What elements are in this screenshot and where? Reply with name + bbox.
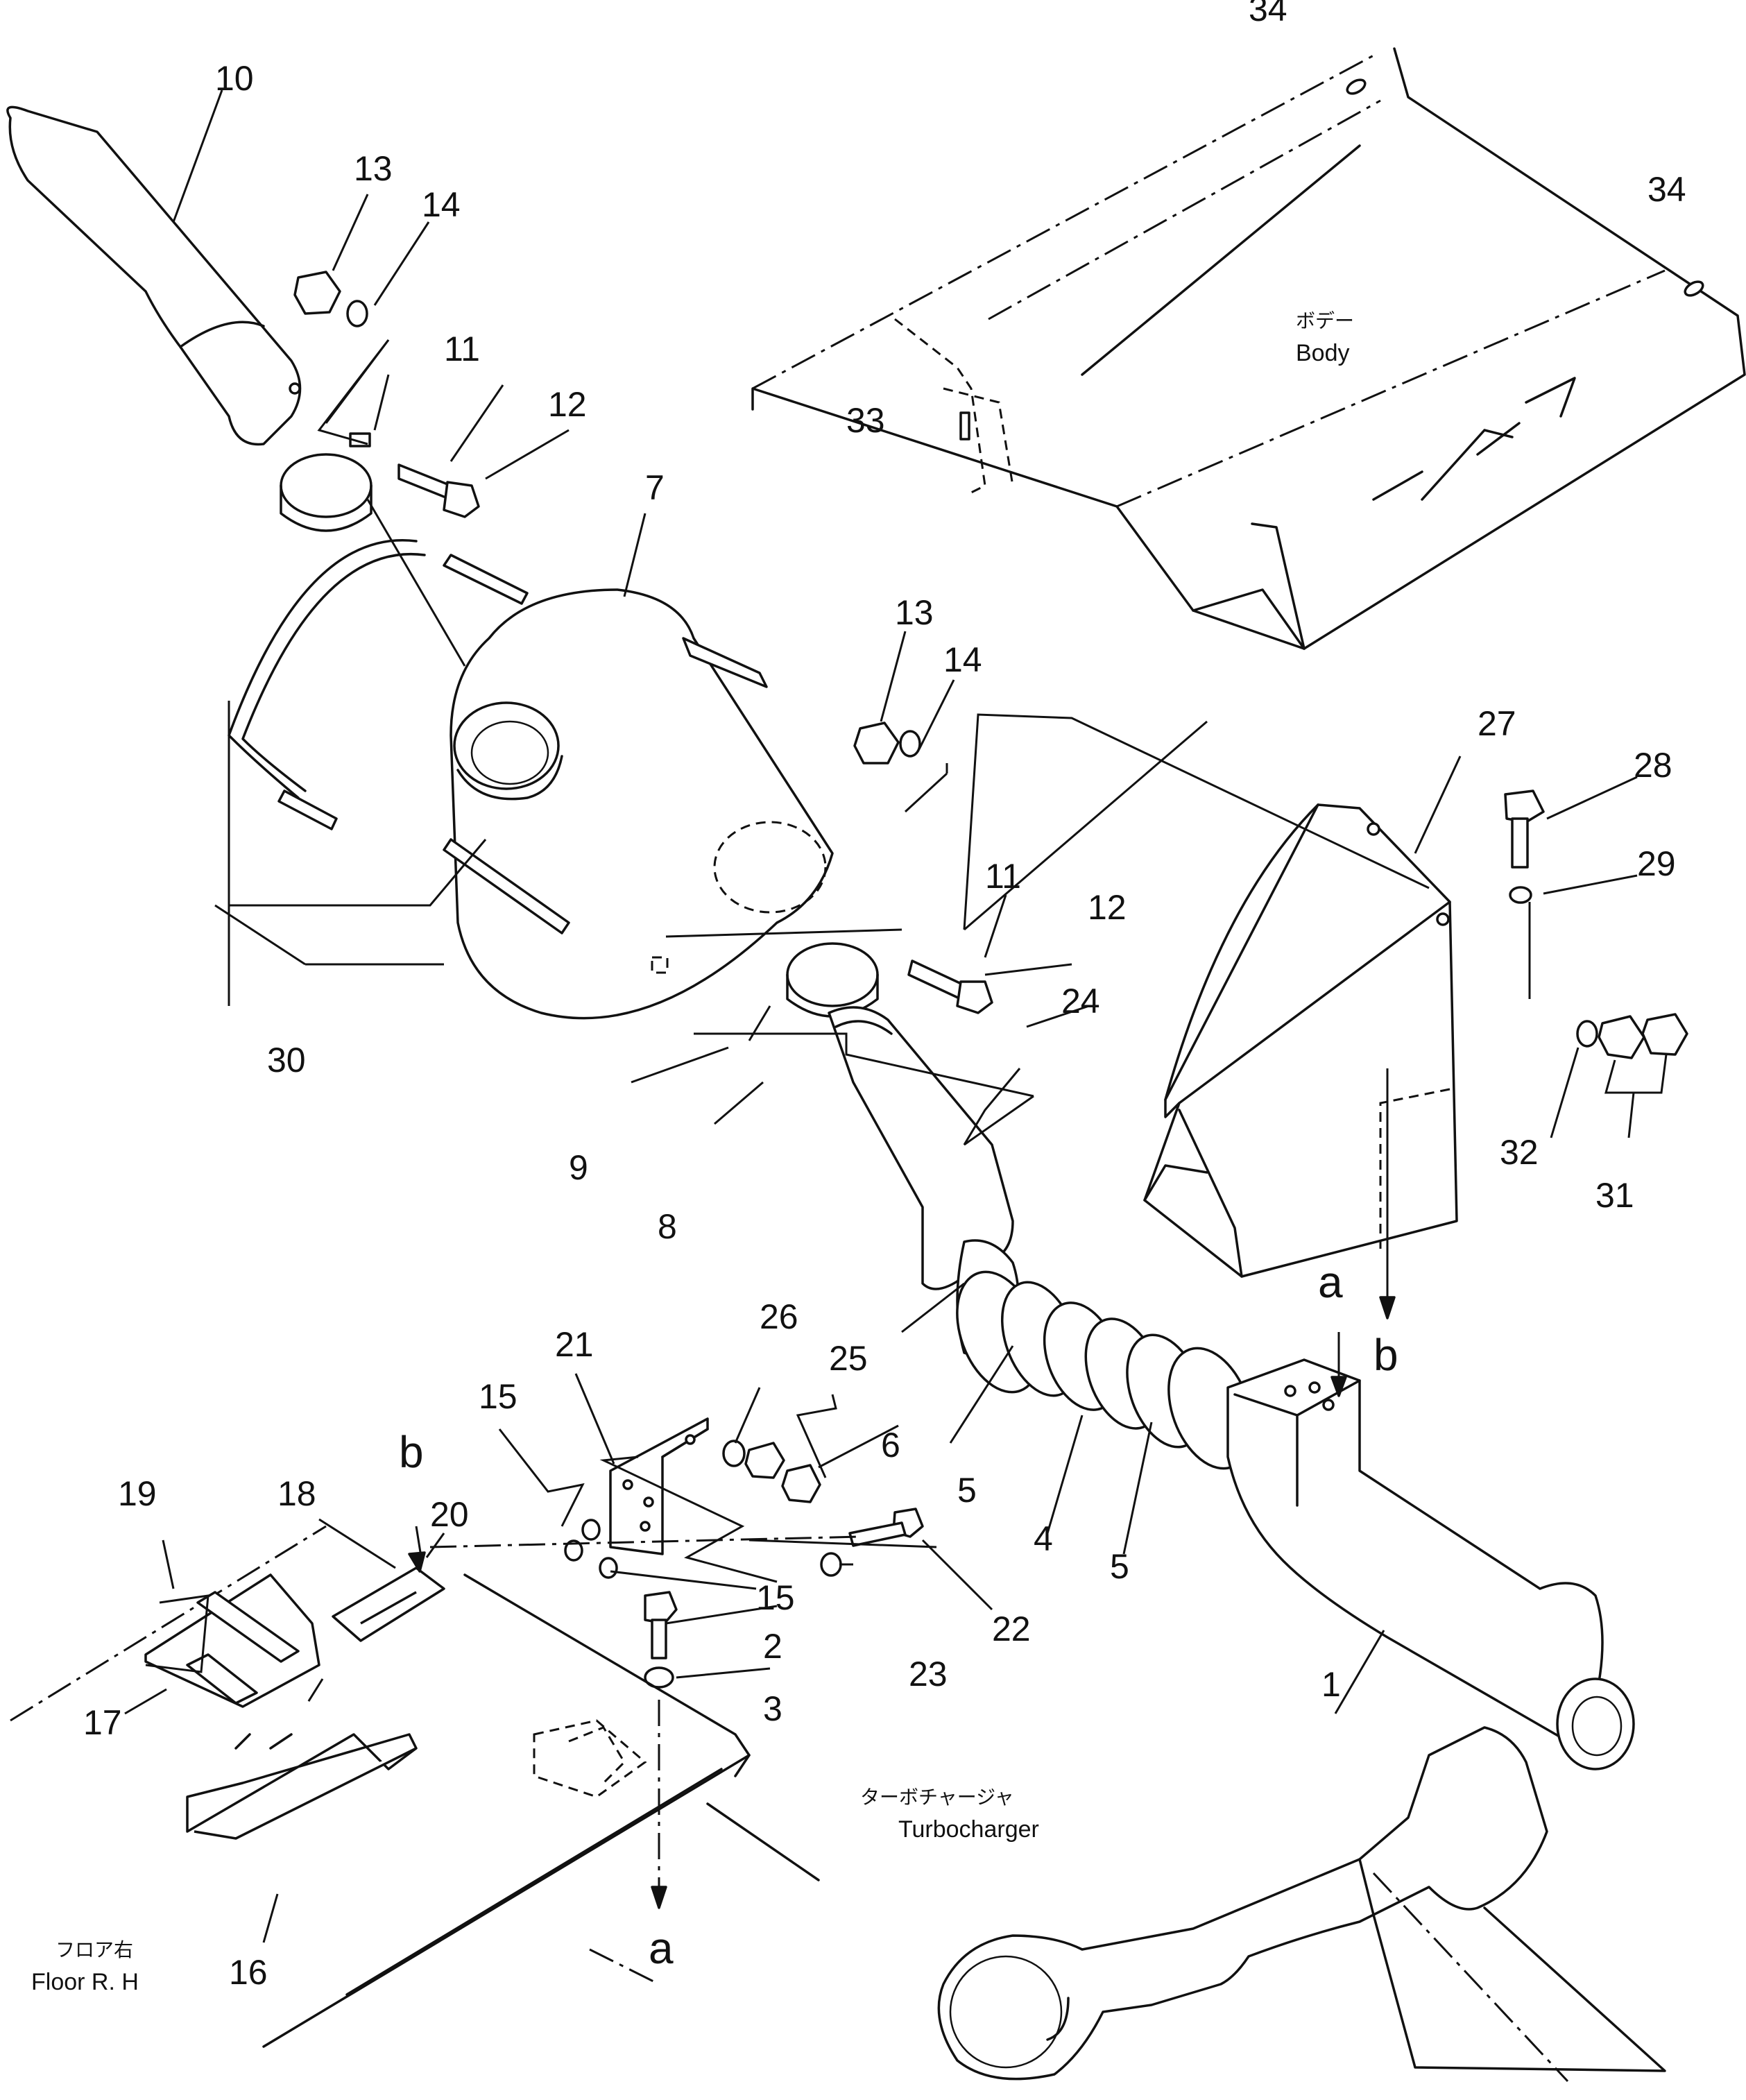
callout-5a: 5 [957, 1471, 977, 1510]
callout-23: 23 [909, 1655, 948, 1693]
part-labels: ターボチャージャ Turbocharger フロア右 Floor R. H [31, 1786, 1039, 1995]
callout-7: 7 [645, 468, 665, 507]
callout-26: 26 [760, 1297, 798, 1336]
callout-11b: 11 [985, 857, 1021, 896]
strap [228, 539, 529, 830]
ref-b-upper: b [1373, 1330, 1398, 1380]
callout-20: 20 [430, 1495, 469, 1534]
callout-5b: 5 [1110, 1547, 1129, 1586]
pipe-bracket [609, 1417, 924, 1577]
callout-13: 13 [354, 149, 393, 188]
callout-8: 8 [658, 1207, 677, 1246]
callout-15a: 15 [479, 1377, 517, 1416]
floor-hardware [564, 1519, 678, 1689]
bellows [956, 1270, 1253, 1470]
callout-13b: 13 [895, 593, 934, 632]
turbo-en-label: Turbocharger [898, 1816, 1039, 1843]
callout-9: 9 [569, 1148, 588, 1187]
callout-25: 25 [829, 1339, 868, 1378]
callout-17: 17 [83, 1703, 122, 1742]
leader-lines [124, 89, 1668, 1943]
body-jp-label: ボデー [1296, 310, 1354, 332]
reference-letters: a b b a [399, 1257, 1398, 1973]
body-panel: ボデー Body [751, 47, 1746, 650]
turbocharger [937, 1726, 1666, 2083]
tail-pipe [6, 105, 302, 446]
callout-19: 19 [118, 1474, 157, 1513]
clamp-lower [786, 722, 993, 1018]
callout-4: 4 [1034, 1519, 1053, 1558]
callout-12b: 12 [1088, 888, 1127, 927]
callout-34a: 34 [1249, 0, 1287, 28]
callout-28: 28 [1634, 746, 1672, 785]
floor-jp-label: フロア右 [55, 1939, 133, 1961]
mount-hardware [1504, 789, 1688, 1059]
callout-27: 27 [1478, 704, 1516, 743]
callout-2: 2 [763, 1627, 782, 1666]
callout-6: 6 [881, 1426, 900, 1465]
callout-16: 16 [229, 1953, 268, 1992]
callout-14: 14 [422, 185, 461, 224]
bracket [1143, 803, 1458, 1278]
muffler [443, 588, 834, 1020]
ref-a-upper: a [1318, 1257, 1343, 1307]
callouts: 10 13 14 11 12 7 13 14 11 12 24 27 28 29… [83, 0, 1686, 1992]
callout-10: 10 [215, 59, 254, 98]
ref-a-floor: a [649, 1923, 674, 1973]
callout-29: 29 [1637, 844, 1676, 883]
body-en-label: Body [1296, 340, 1350, 366]
callout-34b: 34 [1647, 170, 1686, 209]
reference-arrows [408, 1068, 1396, 1909]
turbo-jp-label: ターボチャージャ [860, 1786, 1014, 1808]
floor-rh [10, 1525, 861, 2048]
callout-24: 24 [1061, 982, 1100, 1021]
callout-18: 18 [277, 1474, 316, 1513]
exhaust-pipe-assembly [828, 1006, 1635, 1770]
ref-b-floor: b [399, 1427, 424, 1477]
callout-1: 1 [1321, 1665, 1341, 1704]
floor-en-label: Floor R. H [31, 1969, 139, 1995]
callout-31: 31 [1595, 1176, 1634, 1215]
callout-3: 3 [763, 1689, 782, 1728]
callout-22: 22 [992, 1610, 1031, 1648]
callout-14b: 14 [943, 640, 982, 679]
callout-21: 21 [555, 1325, 594, 1364]
callout-11: 11 [444, 330, 480, 368]
callout-33: 33 [846, 401, 885, 440]
clamp-upper [280, 271, 480, 532]
callout-15b: 15 [756, 1578, 795, 1617]
callout-30: 30 [267, 1041, 306, 1079]
callout-12: 12 [548, 385, 587, 424]
callout-32: 32 [1500, 1133, 1539, 1172]
